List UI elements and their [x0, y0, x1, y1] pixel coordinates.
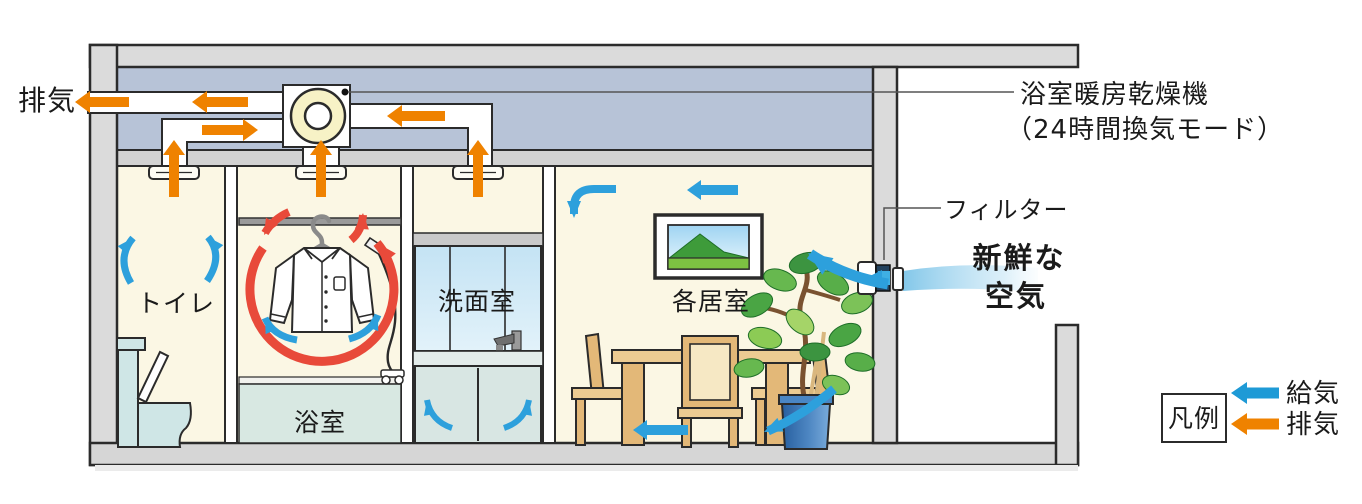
- leader-dot: [341, 88, 349, 96]
- exhaust-arrow-icon: [467, 140, 489, 197]
- filter-label: フィルター: [944, 196, 1069, 224]
- legend-title: 凡例: [1168, 404, 1220, 433]
- legend-box: [1161, 393, 1227, 443]
- toilet-illustration: [116, 337, 192, 448]
- exhaust-arrow-icon: [75, 91, 129, 113]
- plant-illustration: [733, 251, 876, 401]
- legend-exhaust-label: 排気: [1286, 410, 1340, 440]
- exhaust-arrow-icon: [310, 140, 332, 197]
- unit-label-line1: 浴室暖房乾燥機: [1020, 80, 1209, 110]
- exhaust-air-arrows: [75, 91, 489, 197]
- counter: [412, 350, 544, 367]
- fresh-air-label-line1: 新鮮な: [972, 241, 1065, 275]
- living-room-illustration: [571, 213, 876, 450]
- picture-frame-illustration: [653, 213, 764, 280]
- supply-arrow-icon: [687, 180, 738, 200]
- legend-exhaust-arrow-icon: [1231, 413, 1279, 435]
- fresh-air-stream: [903, 265, 1038, 292]
- faucet-icon: [493, 330, 522, 351]
- legend-supply-label: 給気: [1286, 379, 1340, 409]
- laundry-pole: [238, 217, 402, 226]
- center-chair-illustration: [677, 335, 743, 448]
- bathroom-dryer-fan-unit: [282, 84, 351, 148]
- supply-arrow-icon: [633, 420, 688, 440]
- leader-lines: [348, 91, 1014, 260]
- exhaust-arrow-icon: [192, 91, 248, 113]
- room-label-living: 各居室: [672, 287, 750, 316]
- drying-circulation-arrows: [245, 208, 399, 366]
- legend-supply-arrow-icon: [1231, 382, 1279, 404]
- supply-air-arrows: [117, 180, 889, 440]
- legend: 凡例 給気 排気: [1161, 379, 1340, 443]
- exhaust-arrow-icon: [163, 140, 185, 197]
- unit-label-line2: （24時間換気モード）: [1006, 115, 1284, 145]
- exhaust-arrow-icon: [387, 105, 445, 127]
- fresh-air-label-line2: 空気: [985, 279, 1047, 313]
- exhaust-arrow-icon: [202, 119, 258, 141]
- room-label-washroom: 洗面室: [438, 287, 516, 316]
- washroom-illustration: [412, 232, 544, 444]
- outside-exhaust-label: 排気: [18, 84, 76, 117]
- shirt-illustration: [268, 247, 376, 333]
- bathroom-illustration: [238, 214, 405, 444]
- room-label-bathroom: 浴室: [294, 408, 346, 437]
- room-label-toilet: トイレ: [137, 289, 215, 318]
